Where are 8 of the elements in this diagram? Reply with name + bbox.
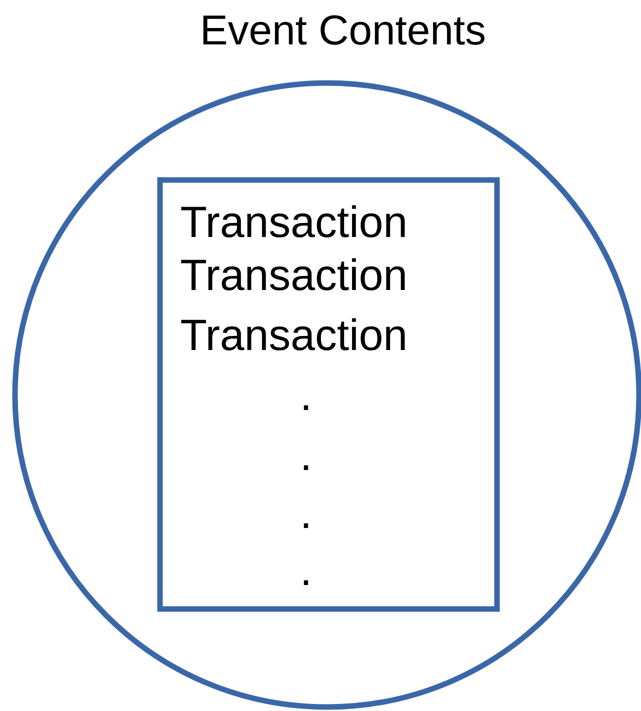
item-text: Transaction	[181, 205, 405, 238]
ellipsis-dot: .	[304, 465, 308, 470]
item-text: Transaction	[181, 318, 405, 350]
item-text: Transaction	[181, 258, 405, 290]
ellipsis-dot: .	[304, 405, 308, 410]
ellipsis-dot: .	[304, 523, 308, 528]
title: Event Contents	[203, 15, 484, 45]
ellipsis-dot: .	[304, 580, 308, 585]
